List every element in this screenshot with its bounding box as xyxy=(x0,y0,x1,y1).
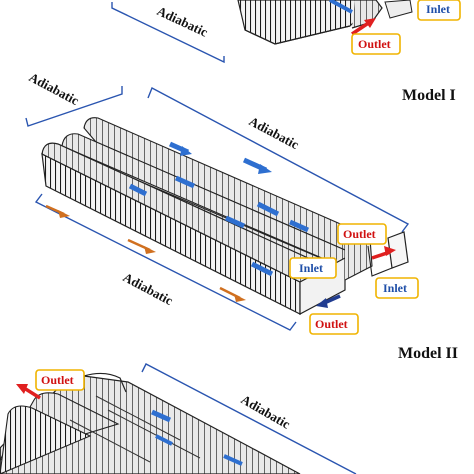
flow-arrow-blue-icon xyxy=(150,409,172,423)
top-partial-model: Adiabatic Inlet Outlet xyxy=(111,0,461,64)
model-1-outlet-arrow-upper xyxy=(371,246,396,260)
model-1-fin-structure xyxy=(41,117,409,315)
flow-arrow-blue-icon xyxy=(256,201,280,217)
model-2-adiabatic-label: Adiabatic xyxy=(239,392,294,432)
model-2-label: Model II xyxy=(398,345,458,362)
flow-arrow-blue-icon xyxy=(155,434,173,446)
top-outlet-text: Outlet xyxy=(358,37,391,51)
model-1-inlet-text-upper: Inlet xyxy=(299,261,323,275)
model-1-outlet-text-lower: Outlet xyxy=(315,317,348,331)
top-fin-structure xyxy=(237,0,413,45)
flow-arrow-blue-icon xyxy=(168,141,192,156)
model-1-adiabatic-bracket-bottom xyxy=(34,193,297,331)
flow-arrow-blue-icon xyxy=(174,175,196,189)
model-2-fin-structure xyxy=(0,372,301,474)
flow-arrow-orange-icon xyxy=(219,286,246,302)
top-adiabatic-bracket xyxy=(111,2,225,64)
model-2-adiabatic-bracket xyxy=(141,363,357,474)
model-1-flow-arrows xyxy=(45,141,310,302)
model-1-inlet-tag-upper: Inlet xyxy=(289,257,337,279)
model-2-flow-arrows xyxy=(150,409,243,466)
model-1-outlet-text-upper: Outlet xyxy=(343,227,376,241)
top-inlet-text: Inlet xyxy=(426,2,450,16)
model-1-outlet-tag-upper: Outlet xyxy=(337,223,387,245)
model-2-outlet-tag: Outlet xyxy=(35,369,85,391)
model-1-adiabatic-bracket-top-left xyxy=(25,86,123,127)
flow-arrow-blue-icon xyxy=(242,157,272,174)
model-2-outlet-text: Outlet xyxy=(41,373,74,387)
model-2: Adiabatic Outlet xyxy=(0,363,357,474)
flow-arrow-blue-icon xyxy=(128,183,148,197)
model-1-adiabatic-label-bottom: Adiabatic xyxy=(121,269,176,308)
model-1-adiabatic-label-top-right: Adiabatic xyxy=(247,113,302,152)
flow-arrow-blue-icon xyxy=(329,0,353,14)
model-1-inlet-arrow-lower xyxy=(316,294,341,308)
flow-arrow-blue-icon xyxy=(288,219,310,233)
top-inlet-tag: Inlet xyxy=(417,0,461,21)
flow-arrow-blue-icon xyxy=(223,454,243,466)
outlet-arrow-red-icon xyxy=(351,18,376,36)
top-adiabatic-label: Adiabatic xyxy=(155,3,211,40)
model-2-outlet-arrow xyxy=(16,384,41,400)
model-1-outlet-tag-lower: Outlet xyxy=(309,313,359,335)
top-outlet-tag: Outlet xyxy=(351,33,401,55)
model-1-label: Model I xyxy=(402,87,456,104)
flow-arrow-blue-icon xyxy=(250,261,274,277)
model-1-adiabatic-label-top-left: Adiabatic xyxy=(27,69,82,108)
flow-arrow-orange-icon xyxy=(127,238,156,254)
model-1-inlet-tag-lower: Inlet xyxy=(375,277,419,299)
model-1-adiabatic-bracket-top-right xyxy=(147,87,410,233)
model-1-inlet-text-lower: Inlet xyxy=(383,281,407,295)
flow-arrow-orange-icon xyxy=(45,204,70,218)
model-1: Adiabatic Adiabatic Adiabatic xyxy=(25,69,419,335)
flow-arrow-blue-icon xyxy=(224,215,246,229)
